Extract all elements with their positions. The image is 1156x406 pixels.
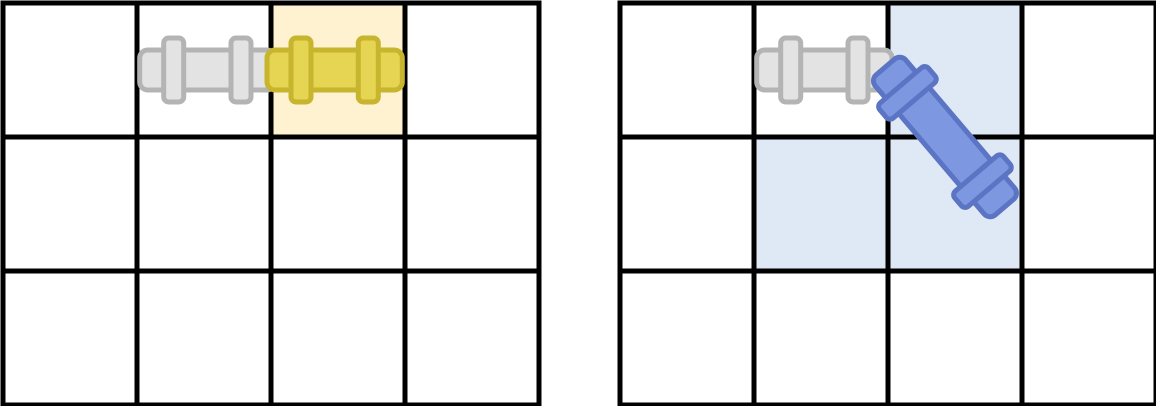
active-pipe-piece <box>264 35 405 105</box>
ghost-pipe-piece-flange-1 <box>778 35 804 105</box>
right-panel <box>617 0 1156 406</box>
ghost-pipe-piece-flange-1 <box>161 35 187 105</box>
active-pipe-piece-flange-2 <box>951 152 1014 210</box>
active-pipe-piece-flange-1 <box>288 35 314 105</box>
left-panel <box>0 0 542 406</box>
ghost-pipe-piece-flange-2 <box>845 35 871 105</box>
ghost-pipe-piece-flange-2 <box>228 35 254 105</box>
active-pipe-piece-flange-1 <box>876 64 939 122</box>
ghost-pipe-piece-body <box>137 47 278 93</box>
active-pipe-piece <box>870 54 1019 220</box>
ghost-pipe-piece <box>137 35 278 105</box>
active-pipe-piece-body <box>264 47 405 93</box>
highlighted-cell <box>754 137 888 271</box>
ghost-pipe-piece <box>754 35 895 105</box>
active-pipe-piece-flange-2 <box>355 35 381 105</box>
